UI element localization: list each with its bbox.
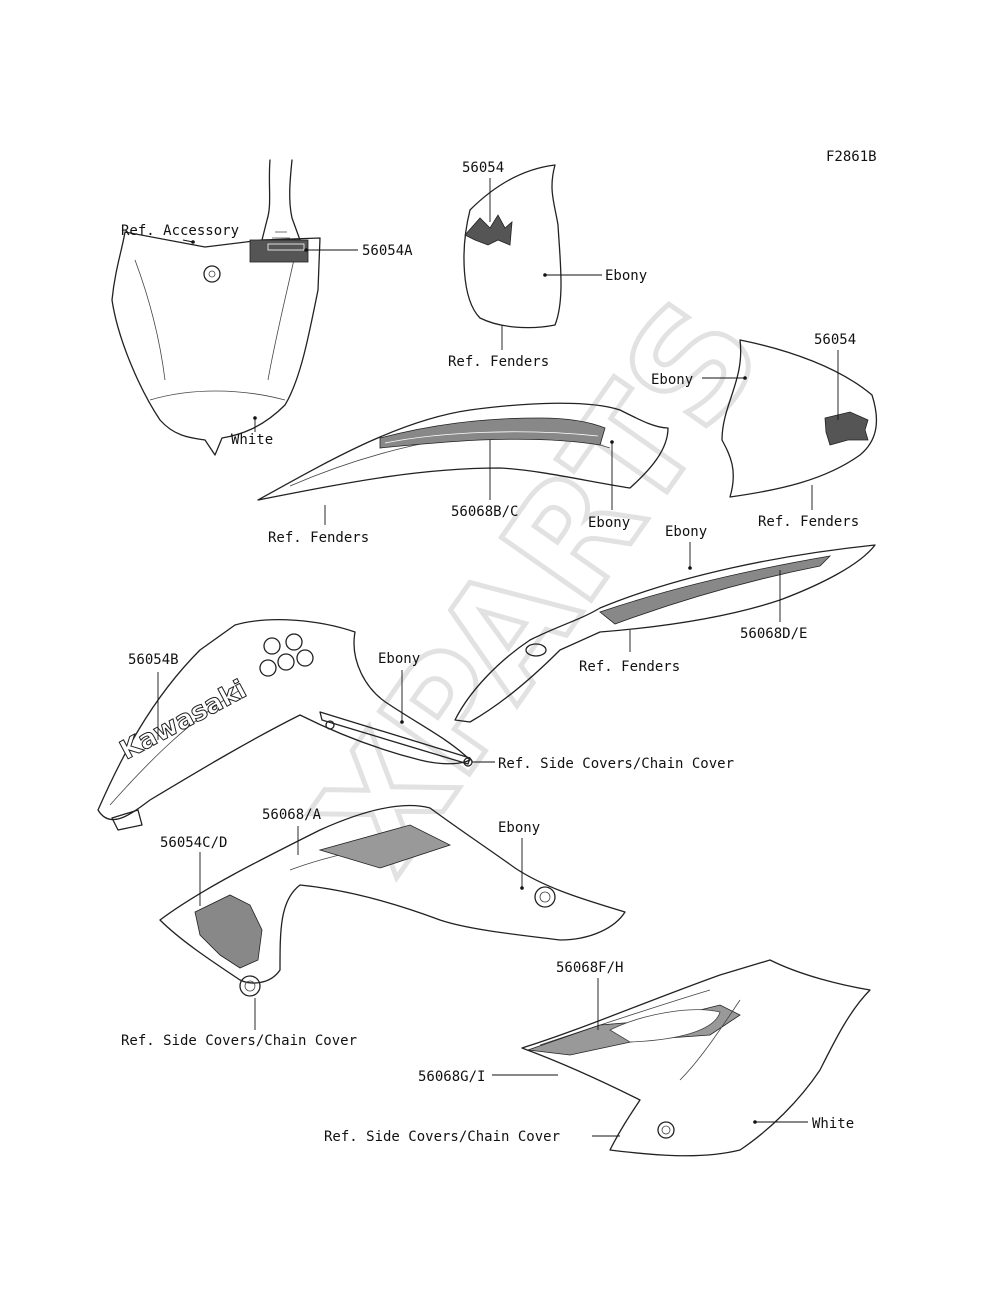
decal-56054A	[249, 239, 309, 263]
label-ref-fenders-top: Ref. Fenders	[448, 354, 549, 370]
shroud-dot-2	[285, 633, 303, 651]
label-white-front: White	[231, 432, 273, 448]
label-ebony-lower: Ebony	[498, 820, 540, 836]
decal-56068DE	[599, 555, 832, 625]
shroud-dot-5	[296, 649, 314, 667]
label-ebony-mid: Ebony	[588, 515, 630, 531]
shroud-dot-4	[277, 653, 295, 671]
rear-fender	[454, 544, 876, 723]
label-56068BC: 56068B/C	[451, 504, 518, 520]
label-ebony-shroud: Ebony	[378, 651, 420, 667]
front-number-plate	[111, 159, 321, 456]
label-ref-side-covers-2: Ref. Side Covers/Chain Cover	[121, 1033, 357, 1049]
lower-shroud	[159, 804, 626, 997]
label-56068GI: 56068G/I	[418, 1069, 485, 1085]
decal-56068A	[318, 824, 452, 869]
label-ebony-rear: Ebony	[665, 524, 707, 540]
label-ref-side-covers-3: Ref. Side Covers/Chain Cover	[324, 1129, 560, 1145]
top-fender-panel	[463, 164, 562, 329]
label-ref-side-covers-1: Ref. Side Covers/Chain Cover	[498, 756, 734, 772]
decal-56054CD	[194, 894, 263, 969]
label-ebony-top: Ebony	[605, 268, 647, 284]
label-56068FH: 56068F/H	[556, 960, 623, 976]
decal-56054-right	[824, 411, 869, 446]
label-ebony-right: Ebony	[651, 372, 693, 388]
shroud-dot-1	[263, 637, 281, 655]
right-fender-panel	[721, 339, 878, 498]
label-56054A: 56054A	[362, 243, 413, 259]
decal-56054-top	[464, 214, 513, 246]
side-cover	[521, 959, 871, 1157]
label-ref-accessory: Ref. Accessory	[121, 223, 239, 239]
figure-code: F2861B	[826, 149, 877, 165]
label-56054-right: 56054	[814, 332, 856, 348]
middle-rear-fender	[257, 402, 669, 501]
shroud-dot-3	[259, 659, 277, 677]
label-56054B: 56054B	[128, 652, 179, 668]
label-ref-fenders-rear: Ref. Fenders	[579, 659, 680, 675]
decal-56068BC	[379, 417, 606, 449]
label-ref-fenders-right: Ref. Fenders	[758, 514, 859, 530]
label-56054CD: 56054C/D	[160, 835, 227, 851]
label-56054-top: 56054	[462, 160, 504, 176]
label-56068A: 56068/A	[262, 807, 322, 823]
label-ref-fenders-mid: Ref. Fenders	[268, 530, 369, 546]
label-white-side: White	[812, 1116, 854, 1132]
label-56068DE: 56068D/E	[740, 626, 807, 642]
